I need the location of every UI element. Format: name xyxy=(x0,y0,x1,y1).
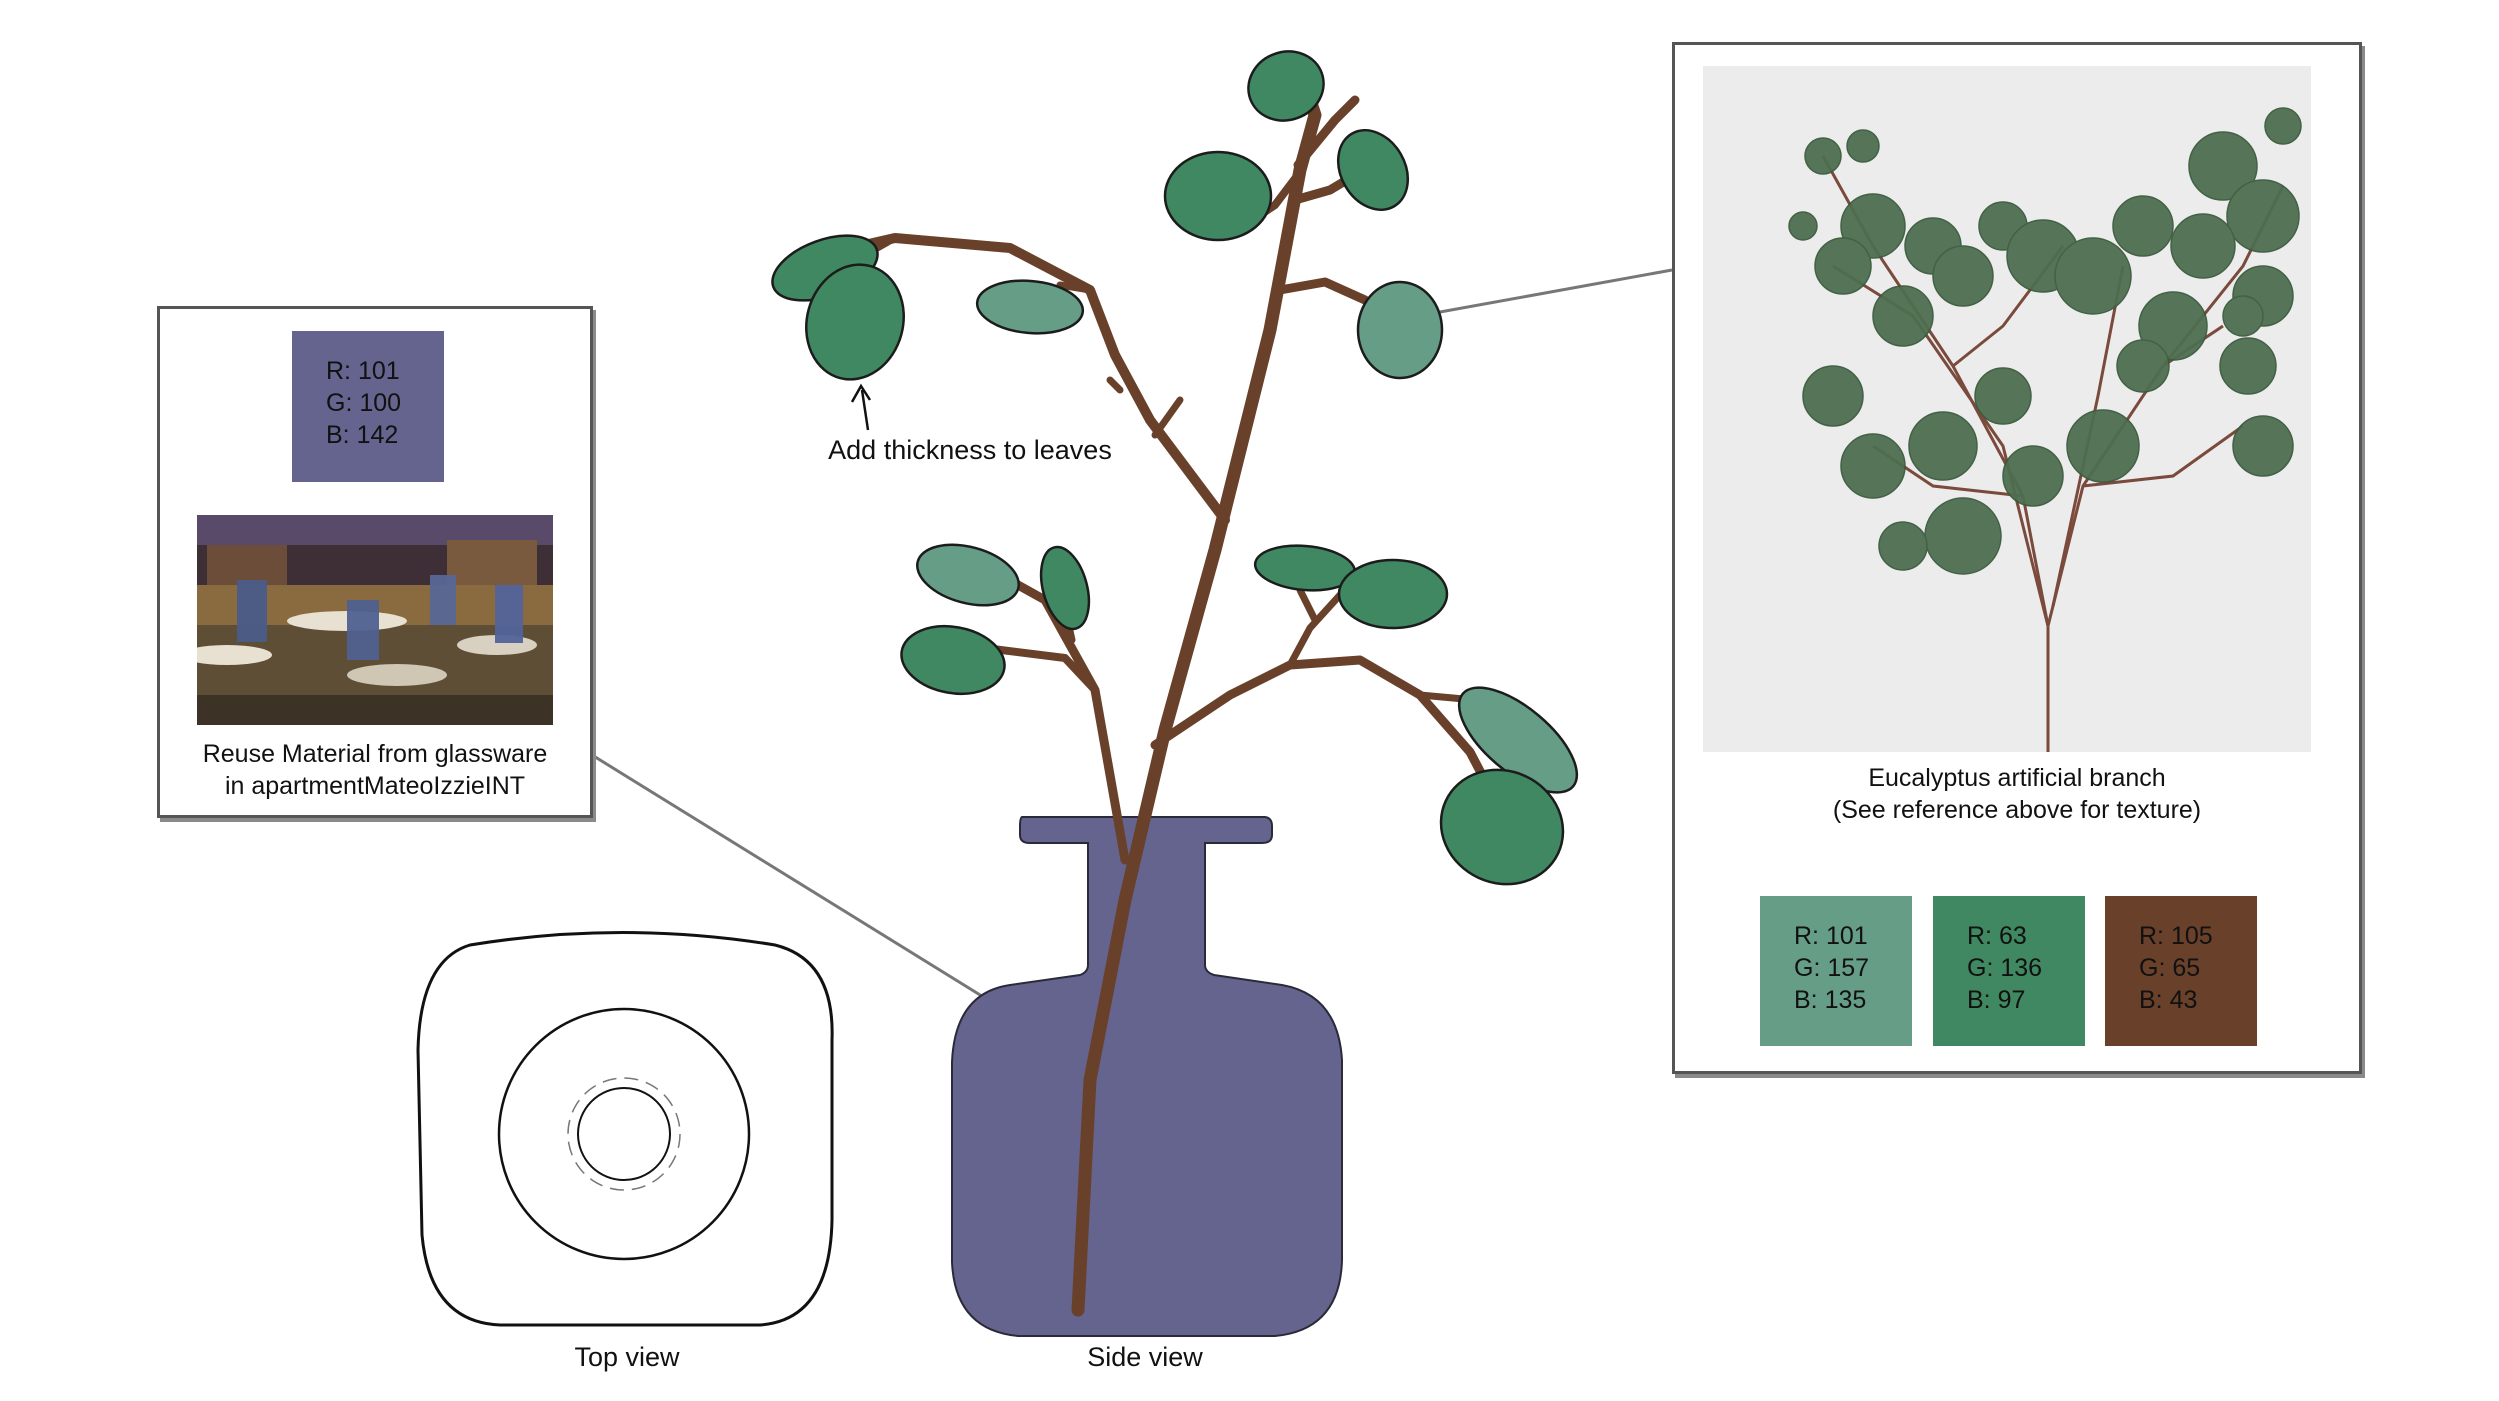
reference-caption-line1: Eucalyptus artificial branch xyxy=(1672,762,2362,794)
stem-color-swatch: R: 105 G: 65 B: 43 xyxy=(2105,896,2257,1046)
eucalyptus-photo xyxy=(1703,66,2311,752)
side-view-label: Side view xyxy=(1045,1342,1245,1373)
glassware-photo xyxy=(197,515,553,725)
reference-caption-line2: (See reference above for texture) xyxy=(1672,794,2362,826)
glass-color-swatch: R: 101 G: 100 B: 142 xyxy=(292,331,444,482)
leaf-light-swatch-b: B: 135 xyxy=(1794,984,1912,1016)
leaf-dark-swatch-r: R: 63 xyxy=(1967,920,2085,952)
stem-swatch-b: B: 43 xyxy=(2139,984,2257,1016)
reference-caption: Eucalyptus artificial branch (See refere… xyxy=(1672,762,2362,826)
glassware-caption-line1: Reuse Material from glassware xyxy=(157,738,593,770)
annotation-arrow xyxy=(852,386,870,430)
leaf-light-swatch-r: R: 101 xyxy=(1794,920,1912,952)
leaf-light-swatch-g: G: 157 xyxy=(1794,952,1912,984)
leaf-dark-color-swatch: R: 63 G: 136 B: 97 xyxy=(1933,896,2085,1046)
glassware-caption-line2: in apartmentMateoIzzieINT xyxy=(157,770,593,802)
branch-leaves xyxy=(764,41,1594,904)
leaf-dark-swatch-g: G: 136 xyxy=(1967,952,2085,984)
annotation-label: Add thickness to leaves xyxy=(820,435,1120,466)
glass-swatch-g: G: 100 xyxy=(326,387,444,419)
glass-swatch-b: B: 142 xyxy=(326,419,444,451)
leaf-light-color-swatch: R: 101 G: 157 B: 135 xyxy=(1760,896,1912,1046)
glass-swatch-r: R: 101 xyxy=(326,355,444,387)
stem-swatch-r: R: 105 xyxy=(2139,920,2257,952)
stem-swatch-g: G: 65 xyxy=(2139,952,2257,984)
vase-body xyxy=(952,817,1342,1336)
vase-top-view-sketch xyxy=(418,933,832,1326)
leaf-dark-swatch-b: B: 97 xyxy=(1967,984,2085,1016)
glassware-caption: Reuse Material from glassware in apartme… xyxy=(157,738,593,802)
top-view-label: Top view xyxy=(527,1342,727,1373)
